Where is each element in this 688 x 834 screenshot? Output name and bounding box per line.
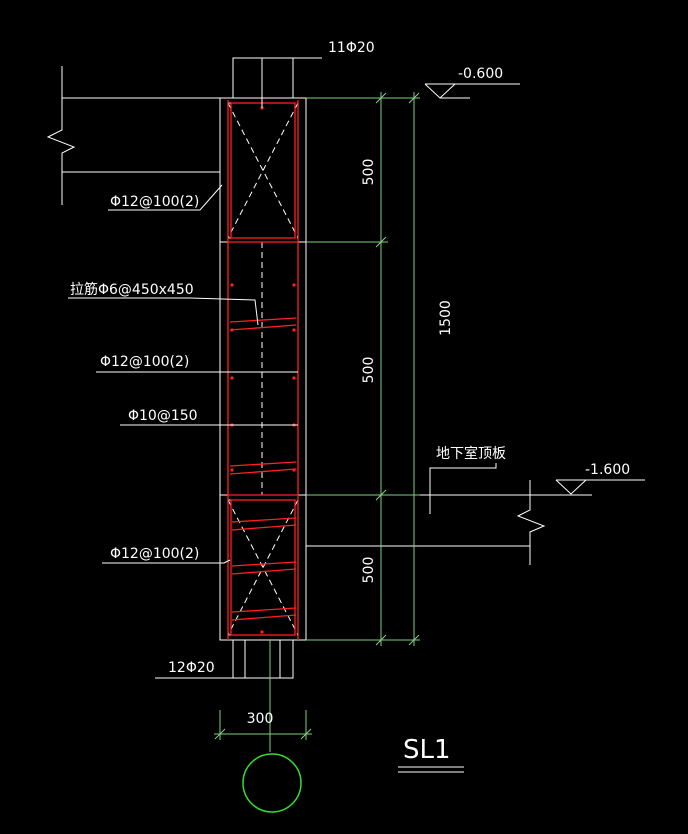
- label-top-bars: 11Φ20: [328, 40, 375, 56]
- dim-seg-mid: 500: [361, 357, 377, 384]
- leader-lines: [68, 57, 497, 679]
- section-title: SL1: [403, 735, 451, 765]
- dimension-lines: [214, 92, 420, 752]
- top-slab: [46, 66, 220, 205]
- label-basement-roof: 地下室顶板: [436, 445, 506, 462]
- title-underline: [398, 766, 464, 773]
- label-stirrup-mid: Φ12@100(2): [100, 354, 189, 370]
- column-stubs: [232, 57, 294, 679]
- elevation-marker-roof: [555, 479, 645, 495]
- rebar-dots: [230, 106, 296, 634]
- elevation-roof: -1.600: [585, 462, 630, 478]
- axis-bubble-icon: [242, 753, 302, 813]
- dim-seg-top: 500: [361, 159, 377, 186]
- elevation-top: -0.600: [458, 66, 503, 82]
- dim-width: 300: [247, 711, 274, 727]
- elevation-marker-top: [424, 83, 520, 99]
- bottom-slab: [306, 480, 592, 565]
- label-tie-bars: 拉筋Φ6@450x450: [70, 281, 194, 298]
- label-bottom-bars: 12Φ20: [168, 660, 215, 676]
- label-stirrup-bottom: Φ12@100(2): [110, 546, 199, 562]
- label-stirrup-top: Φ12@100(2): [110, 194, 199, 210]
- dim-seg-bottom: 500: [361, 557, 377, 584]
- label-distribution-bars: Φ10@150: [128, 408, 198, 424]
- hatch-zones: [227, 102, 299, 636]
- dim-total-height: 1500: [438, 300, 454, 336]
- rebar-cage: [227, 100, 299, 640]
- beam-outline: [219, 97, 307, 641]
